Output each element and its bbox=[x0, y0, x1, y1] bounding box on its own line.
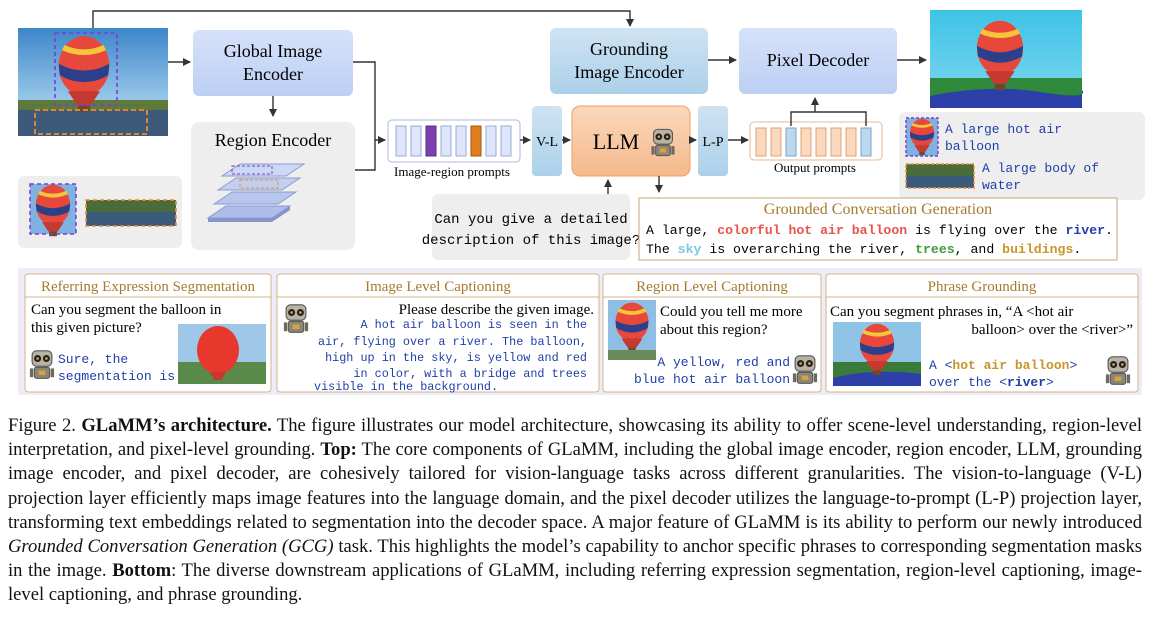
pixel-decoder-box bbox=[739, 28, 897, 94]
gcg-box bbox=[638, 197, 1118, 261]
ilc-answer-2: air, flying over a river. The balloon, bbox=[318, 335, 587, 349]
pixel-decoder-label: Pixel Decoder bbox=[767, 50, 869, 70]
global-encoder-label-2: Encoder bbox=[243, 64, 303, 84]
ilc-title: Image Level Captioning bbox=[365, 279, 511, 295]
ilc-answer-4: in color, with a bridge and trees bbox=[353, 367, 587, 381]
rlc-panel bbox=[602, 273, 822, 393]
caption-gcg: Grounded Conversation Generation (GCG) bbox=[8, 536, 334, 558]
ilc-question: Please describe the given image. bbox=[399, 302, 594, 318]
output-segmented-image bbox=[930, 10, 1084, 108]
legend-text-1b: balloon bbox=[945, 139, 1000, 154]
caption-title: GLaMM’s architecture. bbox=[81, 415, 272, 436]
gcg-title: Grounded Conversation Generation bbox=[764, 201, 992, 218]
ilc-answer-5: visible in the background. bbox=[314, 380, 498, 394]
caption-top-label: Top: bbox=[320, 439, 357, 461]
pg-question-1: Can you segment phrases in, “A <hot air bbox=[830, 304, 1073, 320]
caption-label: Figure 2. bbox=[8, 415, 82, 436]
caption-bottom-label: Bottom bbox=[112, 560, 172, 582]
question-line-1: Can you give a detailed bbox=[434, 212, 627, 228]
caption-text-1: The figure illustrates our model archite… bbox=[8, 415, 1142, 461]
res-answer-1: Sure, the bbox=[58, 352, 128, 367]
rlc-question-2: about this region? bbox=[660, 322, 768, 338]
architecture-figure: Global Image Encoder Region Encoder bbox=[18, 10, 1145, 395]
legend-swatch-water bbox=[905, 163, 975, 189]
legend-text-2b: water bbox=[982, 178, 1021, 193]
res-question-2: this given picture? bbox=[31, 320, 142, 336]
rlc-answer-1: A yellow, red and bbox=[657, 355, 790, 370]
input-image bbox=[18, 28, 168, 136]
region-crop-balloon bbox=[29, 182, 77, 239]
grounding-image-encoder-box bbox=[550, 28, 708, 94]
global-image-encoder-box bbox=[193, 30, 353, 96]
res-title: Referring Expression Segmentation bbox=[41, 279, 256, 295]
rlc-title: Region Level Captioning bbox=[636, 279, 788, 295]
res-answer-2: segmentation is bbox=[58, 369, 175, 384]
legend-text-1a: A large hot air bbox=[945, 122, 1062, 137]
legend-swatch-balloon bbox=[905, 117, 939, 157]
output-prompt-tokens bbox=[755, 127, 872, 157]
grounding-encoder-label-1: Grounding bbox=[590, 39, 668, 59]
question-box bbox=[432, 194, 630, 260]
lp-label: L-P bbox=[703, 135, 724, 150]
ilc-answer-1: A hot air balloon is seen in the bbox=[360, 318, 587, 332]
ilc-answer-3: high up in the sky, is yellow and red bbox=[325, 351, 587, 365]
pg-title: Phrase Grounding bbox=[928, 279, 1037, 295]
image-region-prompts-box bbox=[387, 119, 521, 163]
feature-pyramid bbox=[206, 163, 306, 222]
question-line-2: description of this image? bbox=[422, 233, 640, 249]
gcg-line-1: A large, colorful hot air balloon is fly… bbox=[646, 223, 1113, 238]
region-crop-water bbox=[85, 199, 177, 227]
pg-answer-1: A <hot air balloon> bbox=[929, 358, 1077, 373]
caption-text-3: task. This highlights the model’s capabi… bbox=[8, 536, 1142, 582]
prompt-tokens bbox=[395, 125, 512, 157]
caption-text-2: The core components of GLaMM, including … bbox=[8, 439, 1142, 533]
rlc-question-1: Could you tell me more bbox=[660, 304, 803, 320]
gcg-line-2: The sky is overarching the river, trees,… bbox=[646, 242, 1081, 257]
llm-label: LLM bbox=[593, 129, 639, 154]
pg-question-2: balloon> over the <river>” bbox=[971, 322, 1133, 338]
vl-label: V-L bbox=[536, 135, 558, 150]
rlc-answer-2: blue hot air balloon bbox=[634, 372, 790, 387]
output-prompts-label: Output prompts bbox=[774, 160, 856, 175]
image-region-prompts-label: Image-region prompts bbox=[394, 164, 510, 179]
figure-caption: Figure 2. GLaMM’s architecture. The figu… bbox=[8, 414, 1142, 608]
ilc-panel bbox=[276, 273, 600, 393]
caption-text-4: : The diverse downstream applications of… bbox=[8, 560, 1142, 606]
pg-grounded-image bbox=[833, 321, 921, 386]
grounding-encoder-label-2: Image Encoder bbox=[574, 62, 683, 82]
legend-text-2a: A large body of bbox=[982, 161, 1099, 176]
vl-projection bbox=[532, 106, 562, 176]
lp-projection bbox=[698, 106, 728, 176]
rlc-region-image bbox=[608, 300, 656, 360]
global-encoder-label-1: Global Image bbox=[224, 41, 322, 61]
res-question-1: Can you segment the balloon in bbox=[31, 302, 222, 318]
res-segmentation-image bbox=[178, 324, 266, 384]
region-encoder-label: Region Encoder bbox=[215, 130, 331, 150]
pg-answer-2: over the <river> bbox=[929, 375, 1054, 390]
